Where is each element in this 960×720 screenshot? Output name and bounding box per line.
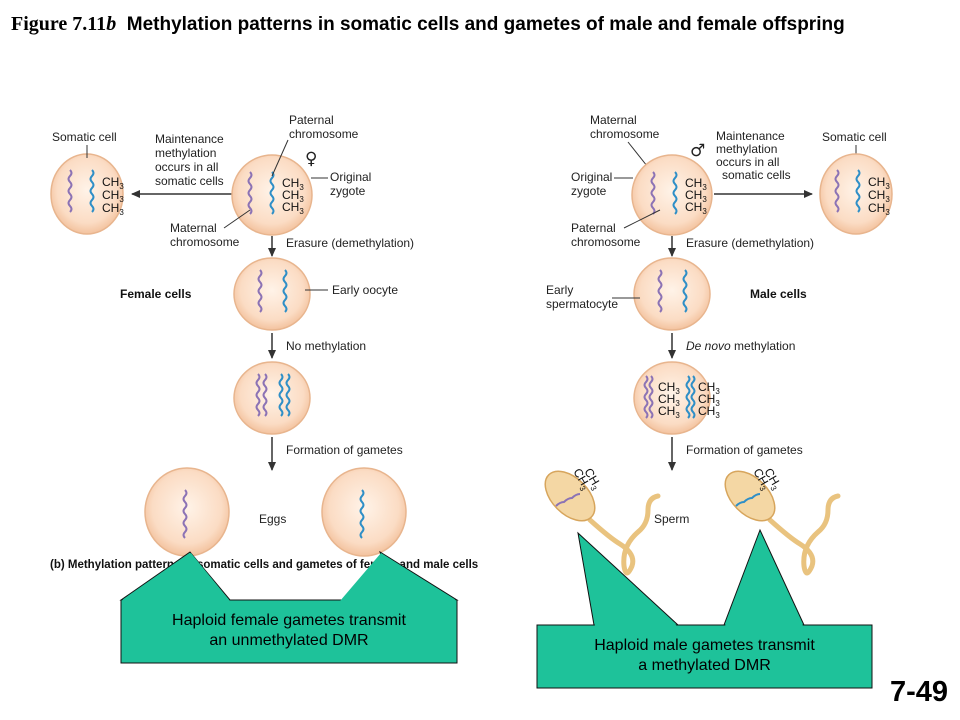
male-formation-label: Formation of gametes bbox=[686, 443, 803, 457]
methyl-group: CH3 bbox=[685, 176, 707, 192]
female-cells-label: Female cells bbox=[120, 287, 192, 301]
figure-caption: (b) Methylation patterns in somatic cell… bbox=[50, 559, 478, 571]
female-callout-text: Haploid female gametes transmit an unmet… bbox=[121, 611, 457, 651]
male-original-zygote-label: Original zygote bbox=[571, 170, 616, 198]
male-callout-text: Haploid male gametes transmit a methylat… bbox=[537, 636, 872, 676]
female-somatic-cell: CH3 CH3 CH3 bbox=[50, 153, 124, 235]
female-callout bbox=[119, 550, 459, 664]
methyl-group: CH3 bbox=[698, 404, 720, 420]
female-no-methylation-label: No methylation bbox=[286, 339, 366, 353]
female-formation-label: Formation of gametes bbox=[286, 443, 403, 457]
figure-title: Figure 7.11b Methylation patterns in som… bbox=[11, 11, 891, 38]
male-zygote-cell: CH3 CH3 CH3 bbox=[631, 154, 713, 236]
methyl-group: CH3 bbox=[868, 188, 890, 204]
male-callout bbox=[536, 528, 873, 689]
male-symbol: ♂ bbox=[690, 141, 705, 161]
methyl-group: CH3 bbox=[868, 175, 890, 191]
female-egg bbox=[144, 467, 230, 557]
methyl-group: CH3 bbox=[685, 200, 707, 216]
female-early-oocyte-label: Early oocyte bbox=[332, 283, 398, 297]
female-somatic-cell-label: Somatic cell bbox=[52, 130, 117, 144]
male-callout-line: a methylated DMR bbox=[638, 657, 771, 674]
male-cells-label: Male cells bbox=[750, 287, 807, 301]
maternal-chromatid bbox=[650, 171, 656, 215]
slide-number: 7-49 bbox=[889, 676, 948, 708]
male-maintenance-label: Maintenance methylation occurs in all so… bbox=[716, 129, 791, 182]
figure-title-text: Methylation patterns in somatic cells an… bbox=[126, 14, 845, 35]
methyl-group: CH3 bbox=[698, 380, 720, 396]
methyl-group: CH3 bbox=[685, 188, 707, 204]
female-paternal-chromosome-label: Paternal chromosome bbox=[289, 113, 359, 141]
male-paternal-chromosome-label: Paternal chromosome bbox=[571, 221, 641, 249]
methyl-group: CH3 bbox=[698, 392, 720, 408]
paternal-chromatid bbox=[89, 169, 95, 213]
sperm: CH3 CH3 bbox=[724, 466, 841, 576]
methyl-group: CH3 bbox=[658, 380, 680, 396]
eggs-label: Eggs bbox=[259, 512, 286, 526]
methyl-group: CH3 bbox=[282, 176, 304, 192]
female-early-oocyte-cell bbox=[233, 257, 311, 331]
methyl-group: CH3 bbox=[282, 188, 304, 204]
male-early-spermatocyte-cell bbox=[633, 257, 711, 331]
female-erasure-label: Erasure (demethylation) bbox=[286, 236, 414, 250]
female-maintenance-label: Maintenance methylation occurs in all so… bbox=[155, 132, 227, 188]
female-maternal-chromosome-label: Maternal chromosome bbox=[170, 221, 240, 249]
female-symbol: ♀ bbox=[305, 149, 317, 169]
female-diploid-cell bbox=[233, 361, 311, 435]
methyl-group: CH3 bbox=[102, 188, 124, 204]
female-zygote-cell: CH3 CH3 CH3 bbox=[231, 154, 313, 236]
paternal-chromatid bbox=[672, 171, 678, 215]
female-egg bbox=[321, 467, 407, 557]
male-somatic-cell-label: Somatic cell bbox=[822, 130, 887, 144]
sperm: CH3 CH3 bbox=[544, 466, 661, 576]
female-callout-line: Haploid female gametes transmit bbox=[172, 612, 406, 629]
male-callout-line: Haploid male gametes transmit bbox=[594, 637, 815, 654]
methyl-group: CH3 bbox=[658, 392, 680, 408]
male-methylated-cell: CH3 CH3 CH3 CH3 CH3 CH3 bbox=[633, 361, 720, 435]
sperm-label: Sperm bbox=[654, 512, 689, 526]
female-callout-line: an unmethylated DMR bbox=[209, 632, 369, 649]
maternal-chromatid bbox=[247, 171, 253, 215]
male-maternal-chromosome-label: Maternal chromosome bbox=[590, 113, 660, 141]
methyl-group: CH3 bbox=[102, 201, 124, 217]
maternal-chromatid bbox=[67, 169, 73, 213]
male-somatic-cell: CH3 CH3 CH3 bbox=[819, 153, 893, 235]
methyl-group: CH3 bbox=[868, 201, 890, 217]
paternal-chromatid bbox=[269, 171, 275, 215]
male-early-spermatocyte-label: Early spermatocyte bbox=[546, 283, 618, 311]
methyl-group: CH3 bbox=[282, 200, 304, 216]
methyl-group: CH3 bbox=[658, 404, 680, 420]
male-erasure-label: Erasure (demethylation) bbox=[686, 236, 814, 250]
male-de-novo-label: De novo methylation bbox=[686, 339, 795, 353]
methyl-group: CH3 bbox=[102, 175, 124, 191]
female-original-zygote-label: Original zygote bbox=[330, 170, 375, 198]
figure-label: Figure 7.11b bbox=[11, 13, 117, 35]
